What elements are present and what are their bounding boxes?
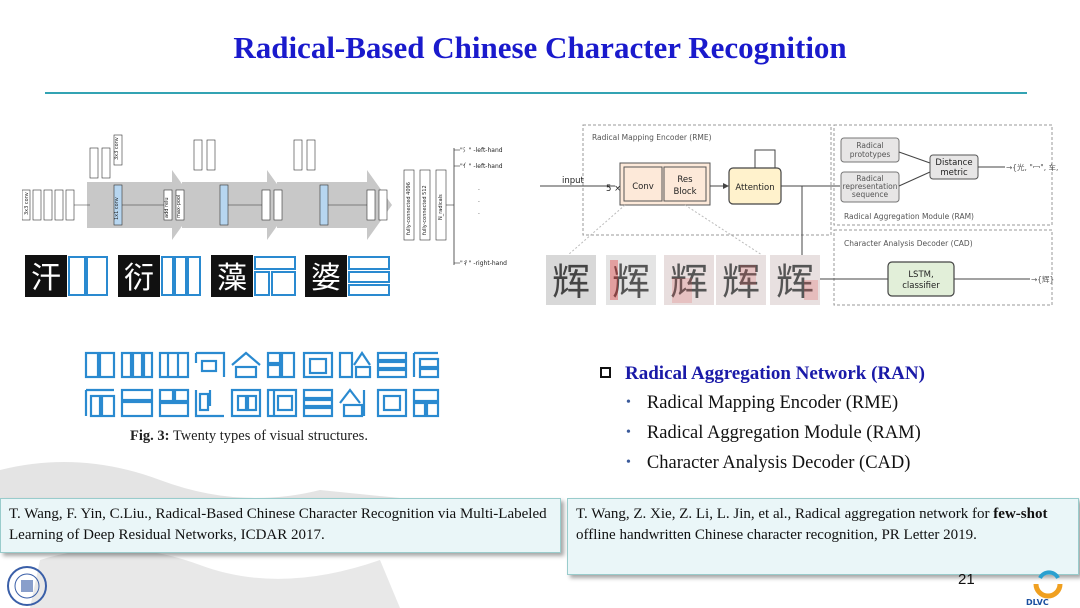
title-divider <box>45 92 1027 94</box>
handwritten-sample: 辉 <box>552 260 590 304</box>
bullet-ran: Radical Aggregation Network (RAN) <box>600 363 925 385</box>
dlvc-logo-icon: DLVC <box>1026 570 1063 607</box>
handwritten-sample: 辉 <box>776 260 814 304</box>
ran-architecture-diagram: Radical Mapping Encoder (RME) input 5 × … <box>540 120 1080 315</box>
handwritten-sample: 辉 <box>612 260 650 304</box>
svg-text:Radical: Radical <box>856 141 883 150</box>
conv-box: Conv <box>632 182 654 192</box>
svg-text:prototypes: prototypes <box>850 150 891 159</box>
slide-title: Radical-Based Chinese Character Recognit… <box>233 30 847 65</box>
reference-right: T. Wang, Z. Xie, Z. Li, L. Jin, et al., … <box>567 498 1079 575</box>
char-sample: 藻 <box>217 261 247 296</box>
svg-text:·: · <box>478 211 480 218</box>
handwritten-sample: 辉 <box>722 260 760 304</box>
svg-text:·: · <box>478 187 480 194</box>
university-seal-icon <box>7 566 47 606</box>
handwritten-sample: 辉 <box>670 260 708 304</box>
svg-text:Res: Res <box>677 175 693 185</box>
input-label: input <box>562 176 585 186</box>
attention-box: Attention <box>735 183 774 193</box>
svg-text:classifier: classifier <box>902 281 940 291</box>
bullet-cad: •Character Analysis Decoder (CAD) <box>626 453 911 473</box>
bullet-ram: •Radical Aggregation Module (RAM) <box>626 423 921 443</box>
svg-text:sequence: sequence <box>852 190 889 199</box>
reference-left: T. Wang, F. Yin, C.Liu., Radical-Based C… <box>0 498 561 553</box>
ram-label: Radical Aggregation Module (RAM) <box>844 212 974 221</box>
rme-label: Radical Mapping Encoder (RME) <box>592 133 712 142</box>
svg-text:representation: representation <box>842 182 897 191</box>
character-samples: 汗 衍 藻 婆 <box>25 255 395 299</box>
visual-structures-grid <box>84 350 440 420</box>
char-sample: 婆 <box>311 261 341 296</box>
ram-output: →{光, "冖", 车, EOS} <box>1006 162 1060 172</box>
svg-text:LSTM,: LSTM, <box>908 270 933 280</box>
cad-output: →{辉} <box>1031 275 1054 284</box>
figure-caption: Fig. 3: Twenty types of visual structure… <box>130 428 368 444</box>
svg-text:DLVC: DLVC <box>1026 598 1049 607</box>
svg-text:Radical: Radical <box>856 174 883 183</box>
page-number: 21 <box>958 571 975 588</box>
resnet-diagram: · · · 3x3 conv 3x3 conv 1x1 conv add rel… <box>22 130 514 305</box>
svg-text:·: · <box>478 199 480 206</box>
repeat-label: 5 × <box>606 184 621 194</box>
char-sample: 衍 <box>124 261 154 296</box>
bullet-rme: •Radical Mapping Encoder (RME) <box>626 393 899 413</box>
cad-label: Character Analysis Decoder (CAD) <box>844 239 973 248</box>
svg-text:Distance: Distance <box>935 158 972 168</box>
svg-text:metric: metric <box>940 168 968 178</box>
char-sample: 汗 <box>31 261 61 296</box>
svg-text:Block: Block <box>674 187 697 197</box>
